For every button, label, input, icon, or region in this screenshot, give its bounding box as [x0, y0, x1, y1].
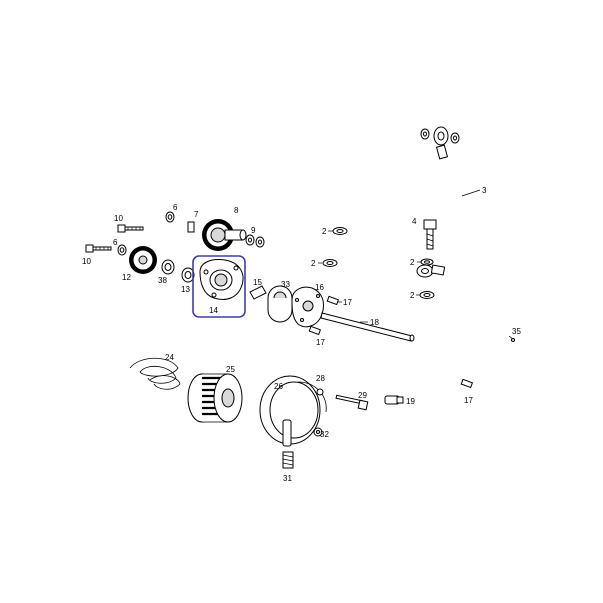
washer-part-9-b-hole — [258, 239, 262, 245]
label-2: 2 — [311, 259, 316, 268]
bolt-part-10-lower[interactable] — [85, 244, 112, 253]
washer-part-38-hole — [164, 263, 172, 271]
label-33: 33 — [281, 280, 290, 289]
washer-part-6-lower-hole — [119, 247, 125, 253]
pin-part-35[interactable] — [511, 338, 515, 342]
bolt-part-29[interactable] — [335, 394, 369, 411]
seal-part-13-hole — [184, 271, 192, 279]
label-38: 38 — [158, 276, 167, 285]
spring-part-24[interactable] — [129, 357, 181, 390]
label-25: 25 — [226, 365, 235, 374]
label-9: 9 — [251, 226, 256, 235]
label-18: 18 — [370, 318, 379, 327]
label-6: 6 — [113, 238, 118, 247]
label-10: 10 — [82, 257, 91, 266]
label-24: 24 — [165, 353, 174, 362]
label-7: 7 — [194, 210, 199, 219]
label-14: 14 — [209, 306, 218, 315]
shaft-part-18[interactable] — [320, 312, 415, 342]
pin-part-7[interactable] — [187, 221, 195, 233]
washer-part-2-group[interactable] — [322, 227, 435, 299]
pin-part-17-b[interactable] — [308, 325, 322, 336]
highlight-box — [192, 255, 246, 318]
label-2: 2 — [322, 227, 327, 236]
leader-lines — [318, 189, 514, 340]
pump-housing-part-14[interactable] — [199, 259, 244, 300]
label-32: 32 — [320, 430, 329, 439]
part-labels: 2 2 2 2 3 4 6 6 7 8 9 10 10 12 13 14 15 … — [82, 186, 521, 483]
washer-part-9-a-hole — [248, 237, 252, 243]
screw-part-32[interactable] — [313, 427, 323, 437]
pin-part-17-c[interactable] — [460, 378, 474, 389]
rotor-part-33[interactable] — [267, 285, 293, 323]
spring-part-31[interactable] — [282, 451, 294, 469]
label-17: 17 — [464, 396, 473, 405]
label-4: 4 — [412, 217, 417, 226]
label-2: 2 — [410, 291, 415, 300]
oil-line-part-3[interactable] — [416, 126, 467, 279]
label-13: 13 — [181, 285, 190, 294]
label-35: 35 — [512, 327, 521, 336]
label-8: 8 — [234, 206, 239, 215]
pin-part-17-a[interactable] — [326, 295, 340, 306]
plug-part-19[interactable] — [384, 395, 404, 405]
bolt-part-10-upper[interactable] — [117, 224, 144, 233]
filter-cover-part-26[interactable] — [259, 375, 321, 447]
label-15: 15 — [253, 278, 262, 287]
label-31: 31 — [283, 474, 292, 483]
washer-icon — [423, 131, 427, 137]
label-29: 29 — [358, 391, 367, 400]
oil-filter-part-25[interactable] — [187, 373, 243, 423]
label-12: 12 — [122, 273, 131, 282]
washer-part-6-upper-hole — [167, 214, 173, 220]
label-2: 2 — [410, 258, 415, 267]
cover-plate-part-16[interactable] — [291, 286, 325, 328]
label-16: 16 — [315, 283, 324, 292]
pin-part-15[interactable] — [249, 285, 267, 300]
gear-part-12[interactable] — [129, 246, 157, 274]
label-3: 3 — [482, 186, 487, 195]
label-26: 26 — [274, 382, 283, 391]
label-19: 19 — [406, 397, 415, 406]
label-6: 6 — [173, 203, 178, 212]
label-17: 17 — [343, 298, 352, 307]
label-28: 28 — [316, 374, 325, 383]
label-17: 17 — [316, 338, 325, 347]
washer-icon — [453, 135, 457, 141]
o-ring-part-28[interactable] — [297, 381, 327, 413]
label-10: 10 — [114, 214, 123, 223]
banjo-bolt-part-4[interactable] — [423, 219, 437, 250]
gear-part-8[interactable] — [202, 219, 247, 251]
